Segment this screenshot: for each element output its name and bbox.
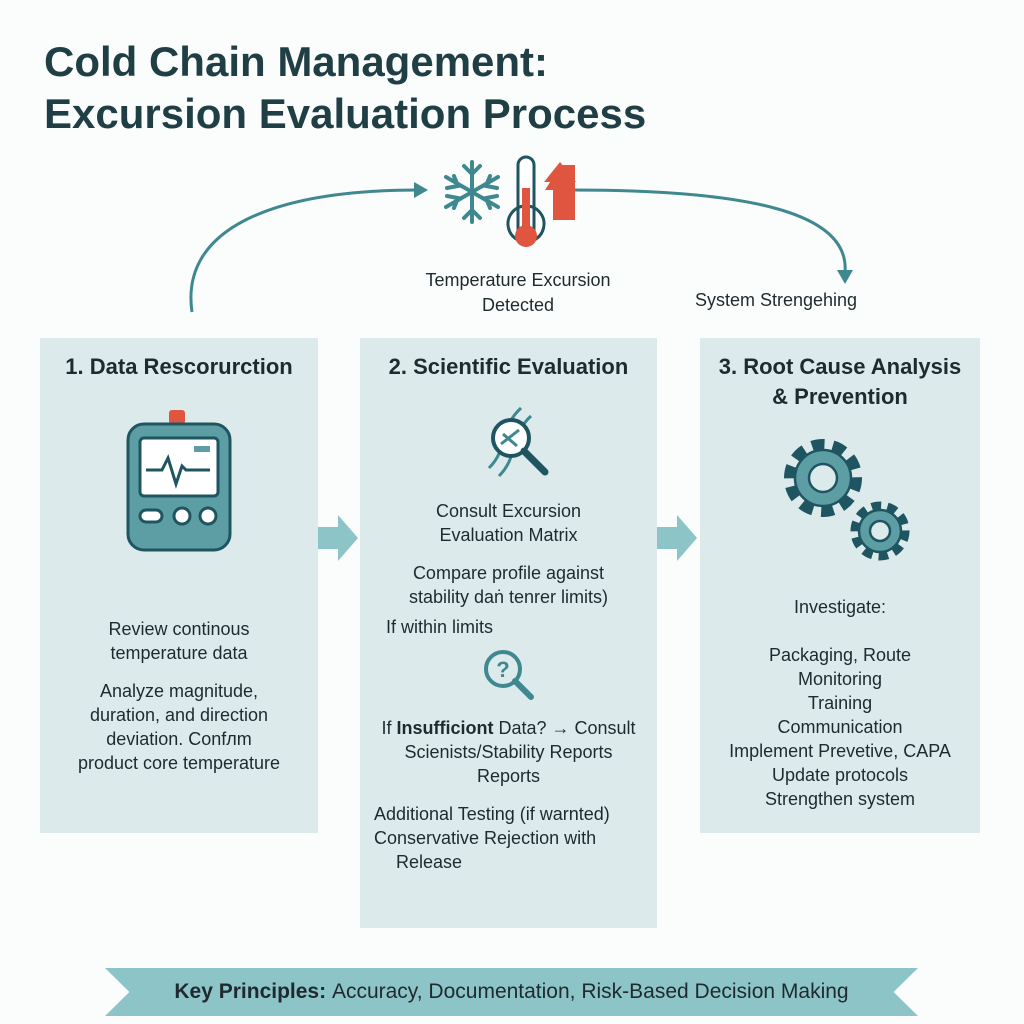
step-2-panel: 2. Scientific Evaluation Consult Excursi… [360, 338, 657, 928]
label-line: Temperature Excursion [425, 270, 611, 290]
step-3-heading: 3. Root Cause Analysis [718, 354, 962, 379]
text-line: deviation. Confлm [106, 729, 252, 749]
cycle-arrows [189, 155, 853, 313]
text-bold: Insufficiont [396, 718, 494, 738]
svg-text:?: ? [496, 657, 509, 682]
flow-arrow-2-icon [657, 515, 697, 561]
banner-text: Accuracy, Documentation, Risk-Based Deci… [331, 980, 849, 1003]
title-line-2: Excursion Evaluation Process [44, 90, 647, 137]
list-item: Update protocols [771, 765, 909, 785]
dna-magnifier-icon [487, 406, 548, 478]
text-line: Scienists/Stability Reports [404, 742, 613, 762]
label-line: Detected [481, 295, 555, 315]
thermometer-icon [506, 155, 546, 247]
step-2-heading: 2. Scientific Evaluation [388, 354, 629, 379]
text-line: Reports [476, 766, 541, 786]
list-item: Packaging, Route [768, 645, 912, 665]
title-line-1: Cold Chain Management: [44, 38, 549, 85]
step-3-panel: 3. Root Cause Analysis & Prevention Inves… [700, 338, 980, 833]
text-part: If [381, 718, 397, 738]
text-line: Evaluation Matrix [439, 525, 578, 545]
list-item: Training [807, 693, 873, 713]
snowflake-icon [444, 160, 500, 224]
text-part: Data? → Consult [493, 718, 636, 738]
text-line: Review continous [108, 619, 250, 639]
within-limits-text: If within limits [386, 617, 494, 637]
rising-arrow-icon [544, 162, 576, 218]
text-line: product core temperature [77, 753, 281, 773]
banner-bold: Key Principles: [174, 980, 327, 1003]
text-line: Analyze magnitude, [99, 681, 259, 701]
temperature-monitor-icon [126, 410, 232, 552]
system-strengthening-label: System Strengehing [694, 290, 858, 310]
right-curve-arrow [571, 188, 847, 273]
gears-icon [784, 439, 910, 561]
text-line: Consult Excursion [435, 501, 582, 521]
list-item: Strengthen system [764, 789, 916, 809]
text-line: Additional Testing (if warnted) [374, 804, 610, 824]
text-line: Conservative Rejection with [374, 828, 597, 848]
list-item: Monitoring [797, 669, 883, 689]
key-principles-banner: Key Principles: Accuracy, Documentation,… [105, 968, 918, 1016]
step-1-panel: 1. Data Rescorurction Review continous te… [40, 338, 318, 833]
page-title: Cold Chain Management: Excursion Evaluati… [44, 36, 646, 140]
step-1-heading: 1. Data Rescorurction [65, 354, 293, 379]
text-line: temperature data [110, 643, 248, 663]
list-item: Communication [777, 717, 903, 737]
left-curve-arrow [189, 188, 419, 313]
question-magnifier-icon: ? [483, 650, 534, 700]
flow-arrow-1-icon [318, 515, 358, 561]
investigate-label: Investigate: [793, 597, 887, 617]
text-line: duration, and direction [89, 705, 269, 725]
list-item: Implement Prevetive, CAPA [729, 741, 951, 761]
step-3-heading: & Prevention [772, 384, 908, 409]
text-line: Compare profile against [412, 563, 605, 583]
text-line: stability daṅ tenrer limits) [408, 587, 609, 607]
text-line: Release [396, 852, 463, 872]
